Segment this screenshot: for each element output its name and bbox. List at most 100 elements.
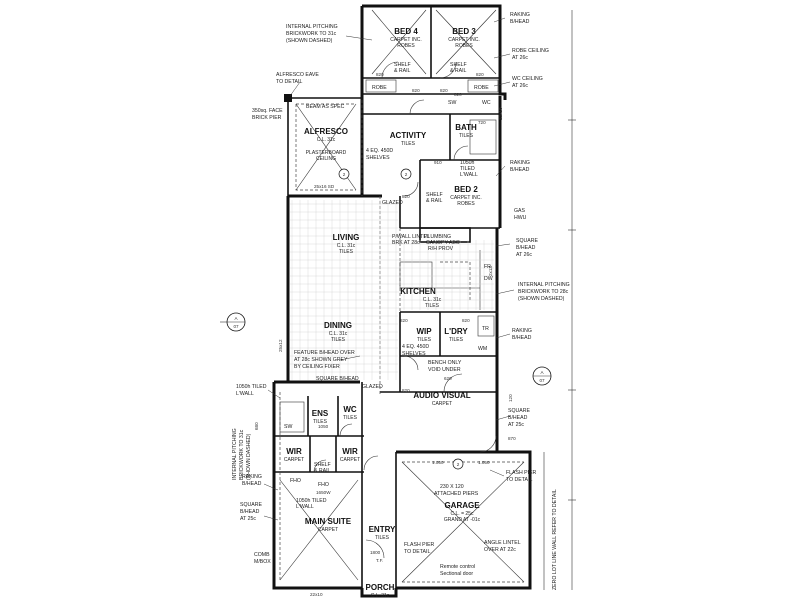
room-wc: WC	[343, 405, 357, 414]
svg-text:(SHOWN DASHED): (SHOWN DASHED)	[246, 433, 252, 480]
svg-text:TO DETAIL: TO DETAIL	[276, 79, 302, 85]
svg-text:R/H PROV: R/H PROV	[428, 246, 454, 252]
svg-text:ROBES: ROBES	[455, 43, 473, 49]
room-bed3: BED 3	[452, 27, 476, 36]
note-raking-bhead: RAKING	[510, 12, 530, 18]
section-ref-letter: A	[234, 316, 238, 321]
dimension: 820	[412, 88, 420, 93]
svg-text:ROBES: ROBES	[397, 43, 415, 49]
room-ens: ENS	[312, 409, 329, 418]
svg-text:CARPET INC.: CARPET INC.	[390, 37, 422, 43]
note-square-bhead: SQUARE	[508, 408, 530, 414]
svg-text:TILES: TILES	[331, 337, 346, 343]
svg-text:TO DETAIL: TO DETAIL	[506, 477, 532, 483]
note-fho: FHO	[318, 482, 329, 488]
dimension: 1800	[370, 550, 381, 555]
note-fr: FR	[484, 264, 491, 270]
dimension: 820	[454, 92, 462, 97]
note-feature-bhead: FEATURE B/HEAD OVER	[294, 350, 355, 356]
note-tiled-lwall: 1050h	[460, 160, 475, 166]
svg-text:OVER AT 22c: OVER AT 22c	[484, 547, 516, 553]
room-garage: GARAGE	[444, 501, 480, 510]
dimension: 820	[402, 388, 410, 393]
note-square-bhead: SQUARE	[240, 502, 262, 508]
note-wc: WC	[482, 100, 491, 106]
note-internal-pitching: INTERNAL PITCHING	[518, 282, 570, 288]
door-swings	[313, 61, 497, 559]
svg-text:AT 26c: AT 26c	[512, 83, 528, 89]
note-tr: TR	[482, 326, 489, 332]
note-shower: SW	[284, 424, 292, 430]
annotations: INTERNAL PITCHING BRICKWORK TO 31c (SHOW…	[232, 12, 570, 590]
room-kitchen: KITCHEN	[400, 287, 436, 296]
svg-text:TILES: TILES	[343, 415, 358, 421]
svg-text:B/HEAD: B/HEAD	[512, 335, 532, 341]
dimension: 820	[402, 194, 410, 199]
svg-text:TILES: TILES	[417, 337, 432, 343]
svg-text:CARPET INC.: CARPET INC.	[450, 195, 482, 201]
svg-text:BRICKWORK TO 28c: BRICKWORK TO 28c	[518, 289, 569, 295]
svg-text:SHELVES: SHELVES	[366, 155, 390, 161]
level-markers: 2 2 2	[338, 168, 464, 470]
tile-grids	[290, 200, 494, 380]
level-marker: 2	[405, 172, 408, 177]
note-gas-hwu: GAS	[514, 208, 525, 214]
svg-text:SHELVES: SHELVES	[402, 351, 426, 357]
note-flash-pier: FLASH PIER	[404, 542, 435, 548]
note-robe-ceiling: ROBE CEILING	[512, 48, 549, 54]
room-activity: ACTIVITY	[390, 131, 427, 140]
dimension: 25x12	[278, 339, 283, 352]
dimension: 22x10	[310, 592, 323, 597]
svg-text:BRICK PIER: BRICK PIER	[252, 115, 282, 121]
note-square-bhead: SQUARE	[516, 238, 538, 244]
right-dim-line	[543, 10, 576, 590]
svg-text:L'WALL: L'WALL	[296, 504, 314, 510]
svg-text:ROBES: ROBES	[457, 201, 475, 207]
svg-text:CANOPY ABO: CANOPY ABO	[426, 240, 460, 246]
note-dw: DW	[484, 276, 493, 282]
svg-text:TO DETAIL: TO DETAIL	[404, 549, 430, 555]
room-living: LIVING	[333, 233, 360, 242]
room-audio-visual: AUDIO VISUAL	[413, 391, 470, 400]
room-bed4: BED 4	[394, 27, 418, 36]
svg-text:CARPET: CARPET	[432, 401, 452, 407]
section-marker-a-right: A 07	[532, 366, 552, 386]
dimension: 820	[476, 72, 484, 77]
dimension: 910	[434, 160, 442, 165]
svg-text:HWU: HWU	[514, 215, 527, 221]
brick-pier	[284, 94, 292, 102]
room-ldry: L'DRY	[444, 327, 468, 336]
dimension: 820	[462, 318, 470, 323]
room-bed2: BED 2	[454, 185, 478, 194]
dimension: 22x10	[498, 107, 503, 120]
internal-walls	[274, 6, 500, 588]
note-wc-ceiling: WC CEILING	[512, 76, 543, 82]
note-comb-box: COMB	[254, 552, 270, 558]
room-entry: ENTRY	[369, 525, 396, 534]
note-remote: Remote control	[440, 564, 475, 570]
svg-text:AT 25c: AT 25c	[508, 422, 524, 428]
note-shelf-rail: SHELF	[314, 462, 331, 468]
note-plumbing: PLUMBING	[424, 234, 451, 240]
svg-text:CEILING: CEILING	[316, 156, 336, 162]
svg-text:AT 28c SHOWN GREY: AT 28c SHOWN GREY	[294, 357, 348, 363]
dimension: 680	[254, 422, 259, 430]
svg-text:CARPET: CARPET	[284, 457, 304, 463]
level-marker: 2	[343, 172, 346, 177]
svg-text:(SHOWN DASHED): (SHOWN DASHED)	[286, 38, 333, 44]
note-internal-pitching: INTERNAL PITCHING	[232, 428, 238, 480]
room-labels: BED 4 CARPET INC. ROBES BED 3 CARPET INC…	[284, 27, 482, 599]
svg-text:TILES: TILES	[339, 249, 354, 255]
note-fho: FHO	[290, 478, 301, 484]
dimension: 820	[400, 318, 408, 323]
note-flash-pier: FLASH PIER	[506, 470, 537, 476]
svg-text:C.L. 31c: C.L. 31c	[329, 331, 348, 337]
room-main-suite: MAIN SUITE	[305, 517, 352, 526]
svg-text:PLASTERBOARD: PLASTERBOARD	[306, 150, 347, 156]
svg-text:C.L. 31c: C.L. 31c	[371, 593, 390, 599]
svg-text:BRK AT 28c: BRK AT 28c	[392, 240, 420, 246]
dimension: 2x13	[488, 266, 493, 276]
svg-text:L'WALL: L'WALL	[236, 391, 254, 397]
dimension: 1050	[318, 424, 329, 429]
note-shelf-rail: SHELF	[426, 192, 443, 198]
